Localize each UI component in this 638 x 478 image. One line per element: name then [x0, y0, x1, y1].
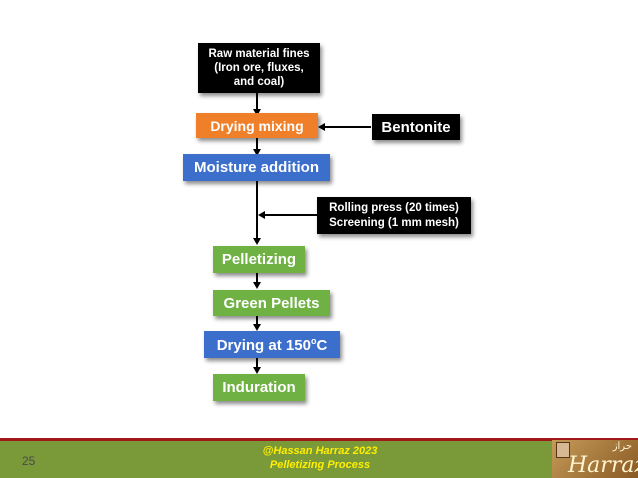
harraz-logo: حراز Harraz	[552, 440, 638, 478]
connector-rolling-to-main	[264, 214, 317, 216]
footer-bar	[0, 438, 638, 478]
logo-arabic-text: حراز	[612, 441, 632, 452]
moisture-addition-box: Moisture addition	[183, 154, 330, 181]
connector-moisture-to-pelletizing	[256, 181, 258, 238]
credit-title: Pelletizing Process	[269, 459, 371, 471]
bentonite-label: Bentonite	[381, 118, 451, 136]
raw-material-box: Raw material fines (Iron ore, fluxes, an…	[198, 43, 320, 93]
page-number: 25	[22, 454, 36, 468]
arrowhead	[253, 238, 261, 245]
connector-bentonite-to-drying	[325, 126, 371, 128]
arrowhead	[253, 149, 261, 156]
portrait-icon	[556, 442, 570, 458]
credit-author: @Hassan Harraz 2023	[262, 445, 378, 457]
arrowhead	[258, 211, 265, 219]
connector-drying-to-moisture	[256, 138, 258, 150]
rolling-press-box: Rolling press (20 times) Screening (1 mm…	[317, 197, 471, 234]
footer-accent-line	[0, 438, 638, 441]
green-pellets-box: Green Pellets	[213, 290, 330, 316]
footer-credit: @Hassan Harraz 2023 Pelletizing Process	[200, 444, 440, 472]
arrowhead	[318, 123, 325, 131]
pelletizing-label: Pelletizing	[221, 251, 297, 268]
induration-box: Induration	[213, 374, 305, 401]
drying-temperature-box: Drying at 150oC	[204, 331, 340, 358]
moisture-addition-label: Moisture addition	[194, 159, 319, 176]
arrowhead	[253, 282, 261, 289]
drying-mixing-label: Drying mixing	[210, 117, 304, 134]
connector-drying-to-induration	[256, 358, 258, 367]
arrowhead	[253, 109, 261, 116]
drying-mixing-box: Drying mixing	[196, 113, 318, 138]
pelletizing-box: Pelletizing	[213, 246, 305, 273]
induration-label: Induration	[222, 379, 296, 396]
connector-pelletizing-to-green	[256, 273, 258, 282]
connector-green-to-drying	[256, 316, 258, 324]
degree-superscript: o	[310, 335, 317, 346]
green-pellets-label: Green Pellets	[223, 294, 320, 312]
rolling-press-label: Rolling press (20 times) Screening (1 mm…	[329, 201, 459, 229]
drying-temperature-label: Drying at 150oC	[216, 335, 328, 354]
bentonite-box: Bentonite	[372, 114, 460, 140]
arrowhead	[253, 367, 261, 374]
connector-raw-to-drying	[256, 93, 258, 110]
arrowhead	[253, 324, 261, 331]
raw-material-label: Raw material fines (Iron ore, fluxes, an…	[208, 48, 310, 88]
logo-name-text: Harraz	[568, 453, 638, 478]
